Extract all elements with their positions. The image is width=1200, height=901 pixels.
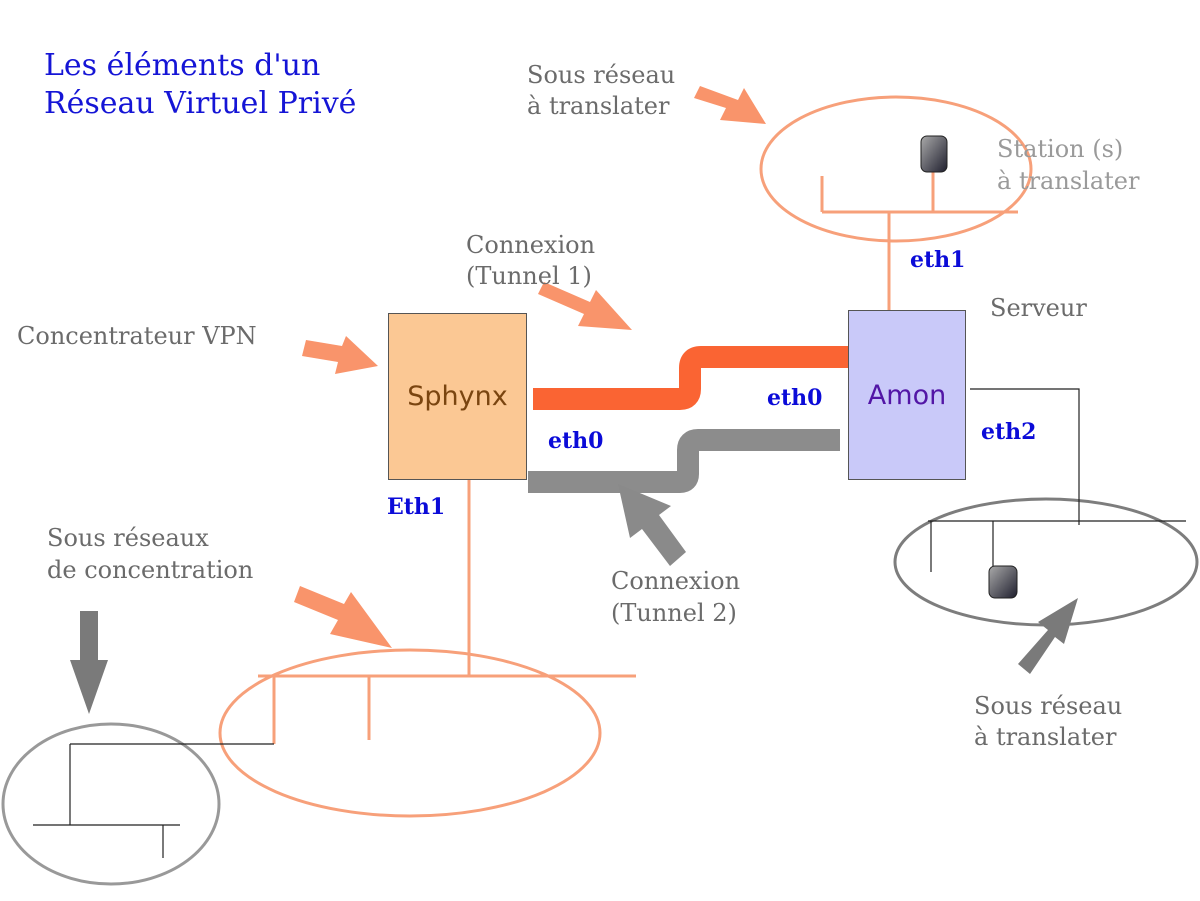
tunnel-2-line-2: (Tunnel 2) [611, 599, 737, 627]
amon-eth1-label: eth1 [910, 247, 966, 273]
concentrateur-label: Concentrateur VPN [17, 322, 257, 350]
sous-reseau-top-line-1: Sous réseau [527, 61, 676, 89]
station-right-icon [988, 565, 1018, 599]
sphynx-label: Sphynx [407, 381, 508, 412]
subnet-concentration-network [258, 674, 636, 744]
subnet-right-ellipse [893, 497, 1199, 627]
arrow-sous-reseau-right [1018, 598, 1078, 674]
subnet-left-ellipse [1, 722, 221, 886]
arrow-concentrateur [302, 336, 378, 374]
amon-eth0-label: eth0 [767, 385, 823, 411]
sous-reseaux-concentration-line-1: Sous réseaux [47, 524, 209, 552]
sphynx-node[interactable]: Sphynx [388, 313, 527, 480]
arrow-tunnel-2 [618, 484, 686, 566]
sphynx-eth0-label: eth0 [548, 428, 604, 454]
station-line-1: Station (s) [997, 135, 1124, 163]
subnet-concentration-ellipse [218, 648, 602, 818]
station-icon [920, 135, 948, 173]
amon-node[interactable]: Amon [848, 310, 966, 480]
amon-label: Amon [867, 379, 947, 411]
subnet-left-network [33, 743, 274, 858]
tunnel-1-line [533, 346, 848, 410]
tunnel-2-line [528, 429, 840, 493]
title-line-2: Réseau Virtuel Privé [44, 86, 357, 121]
arrow-sous-reseau-top [694, 86, 766, 124]
subnet-top-network [820, 172, 1018, 310]
subnet-right-network [928, 388, 1186, 572]
tunnel-2-line-1: Connexion [611, 567, 741, 595]
amon-eth2-label: eth2 [981, 419, 1037, 445]
serveur-label: Serveur [990, 294, 1087, 322]
sous-reseau-right-line-2: à translater [974, 723, 1117, 751]
tunnel-1-line-2: (Tunnel 1) [466, 262, 592, 290]
subnet-top-ellipse [759, 95, 1033, 243]
sphynx-eth1-label: Eth1 [387, 494, 446, 520]
station-line-2: à translater [997, 167, 1140, 195]
tunnel-1-line-1: Connexion [466, 231, 596, 259]
sous-reseau-top-line-2: à translater [527, 92, 670, 120]
sous-reseaux-concentration-line-2: de concentration [47, 556, 254, 584]
sous-reseau-right-line-1: Sous réseau [974, 692, 1123, 720]
arrow-concentration-down [70, 611, 108, 714]
title-line-1: Les éléments d'un [44, 48, 321, 83]
arrow-tunnel-1 [538, 282, 632, 330]
arrow-sous-reseaux-concentration [294, 586, 392, 648]
